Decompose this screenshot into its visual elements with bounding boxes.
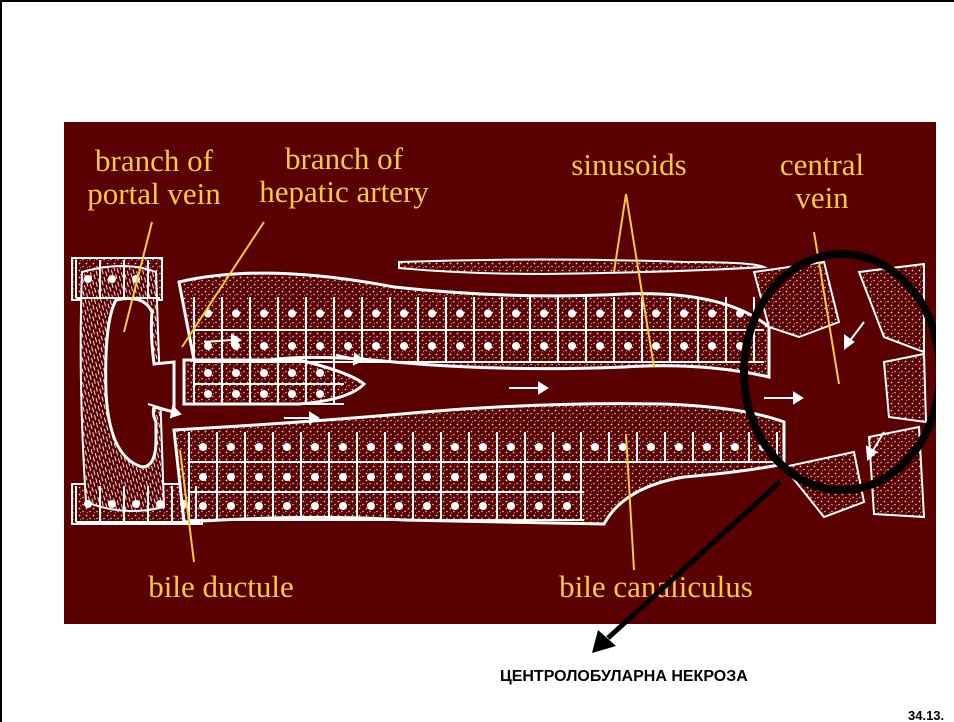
label-branch-portal-vein: branch of portal vein bbox=[84, 144, 224, 210]
hepatocyte-plate-lower bbox=[174, 404, 784, 524]
sinusoid-strip-top bbox=[399, 260, 764, 275]
label-bile-ductule: bile ductule bbox=[136, 570, 306, 603]
label-branch-hepatic-artery: branch of hepatic artery bbox=[249, 142, 439, 208]
central-vein-cells bbox=[754, 262, 926, 517]
label-bile-canaliculus: bile canaliculus bbox=[546, 570, 766, 603]
slide-number: 34.13. bbox=[908, 708, 944, 722]
hepatocyte-plate-middle bbox=[184, 360, 364, 404]
label-central-vein: central vein bbox=[762, 148, 882, 214]
label-sinusoids: sinusoids bbox=[559, 148, 699, 181]
liver-lobule-diagram: branch of portal vein branch of hepatic … bbox=[64, 122, 936, 624]
necrosis-caption: ЦЕНТРОЛОБУЛАРНА НЕКРОЗА bbox=[500, 668, 748, 686]
portal-vein-lumen bbox=[106, 299, 174, 468]
